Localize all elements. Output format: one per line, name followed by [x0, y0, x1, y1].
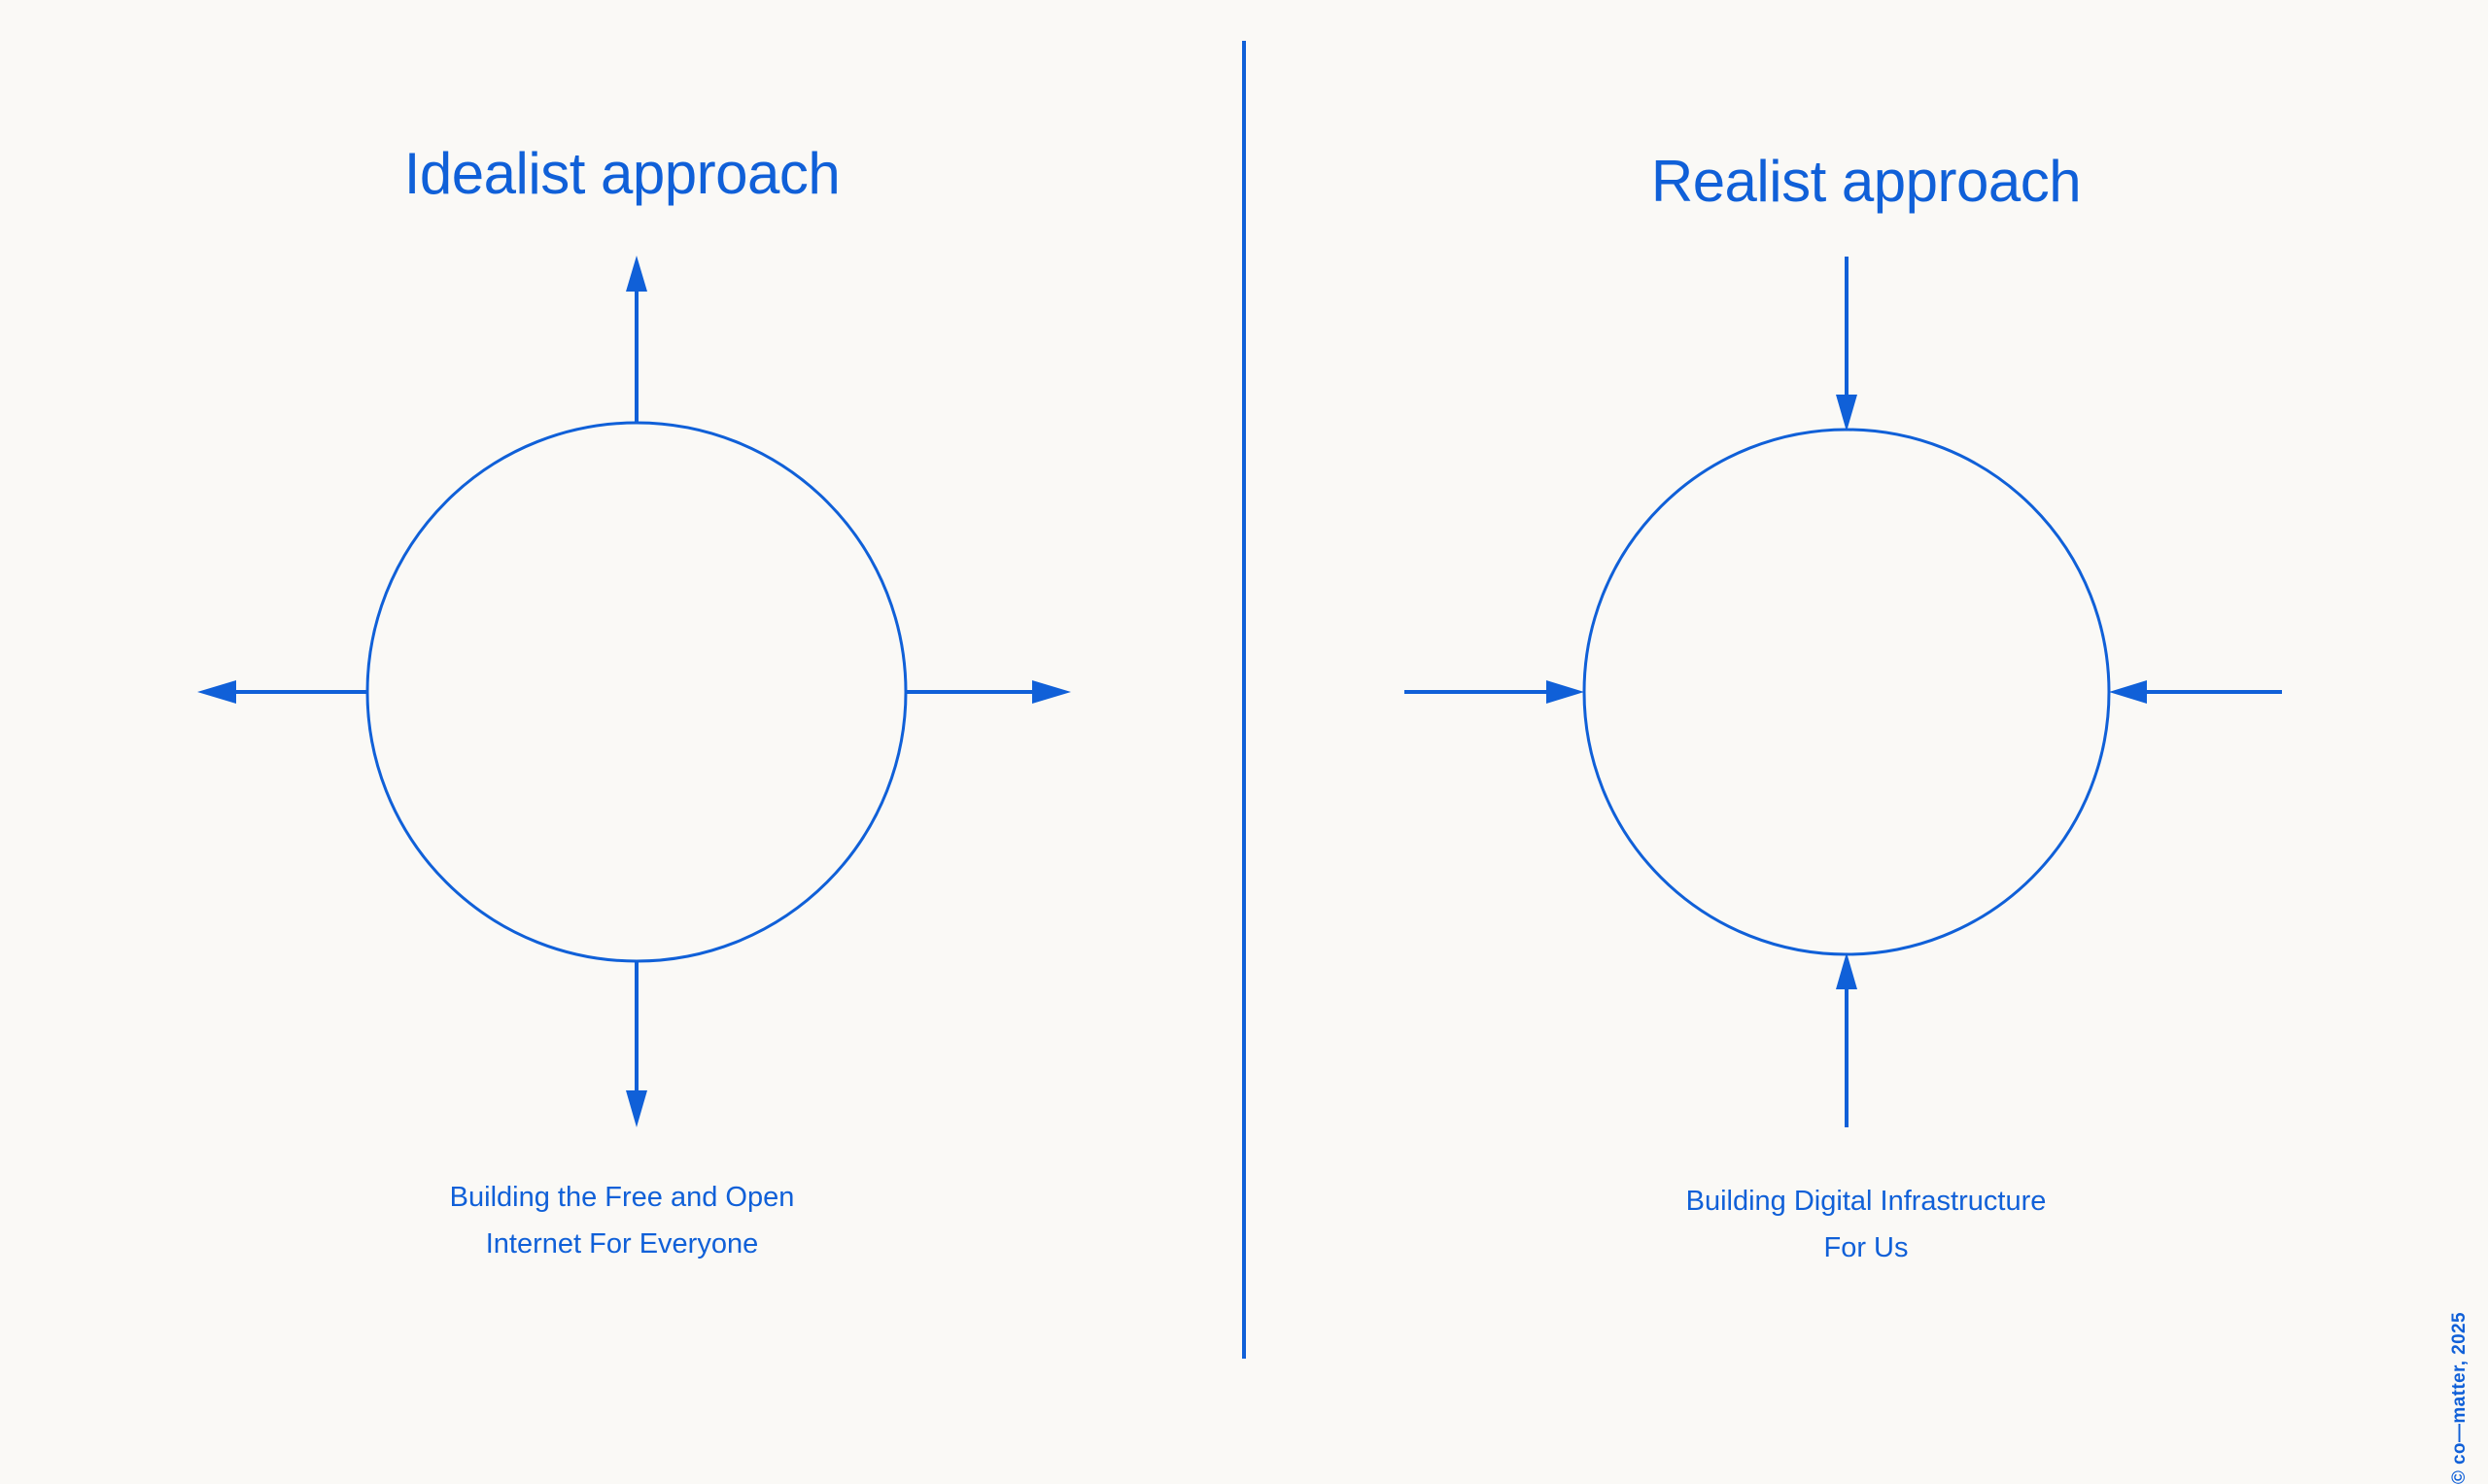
- arrow-right-inward: [1404, 680, 1584, 704]
- caption-line-2: Internet For Everyone: [485, 1228, 759, 1260]
- arrow-left-inward: [2109, 680, 2282, 704]
- arrow-down-inward: [1836, 257, 1857, 431]
- diagram-realist-inward: [1404, 257, 2282, 1127]
- caption-realist: Building Digital Infrastructure For Us: [1244, 1178, 2488, 1271]
- arrow-left-outward: [197, 680, 367, 704]
- arrow-up-inward: [1836, 952, 1857, 1127]
- panel-idealist: Idealist approach: [0, 0, 1244, 1398]
- panel-realist: Realist approach: [1244, 0, 2488, 1398]
- caption-line-2: For Us: [1823, 1232, 1909, 1263]
- circle-outline: [365, 421, 908, 963]
- arrow-up-outward: [626, 256, 647, 423]
- caption-line-1: Building the Free and Open: [449, 1182, 795, 1213]
- caption-line-1: Building Digital Infrastructure: [1685, 1186, 2047, 1217]
- page-title-idealist: Idealist approach: [403, 141, 841, 206]
- arrow-down-outward: [626, 961, 647, 1127]
- circle-outline: [1582, 428, 2111, 956]
- arrow-right-outward: [906, 680, 1071, 704]
- caption-idealist: Building the Free and Open Internet For …: [0, 1174, 1244, 1267]
- copyright-notice: © co—matter, 2025: [2449, 1312, 2470, 1484]
- panel-divider: [1242, 41, 1246, 1359]
- diagram-idealist-outward: [197, 256, 1071, 1127]
- page-title-realist: Realist approach: [1650, 149, 2082, 214]
